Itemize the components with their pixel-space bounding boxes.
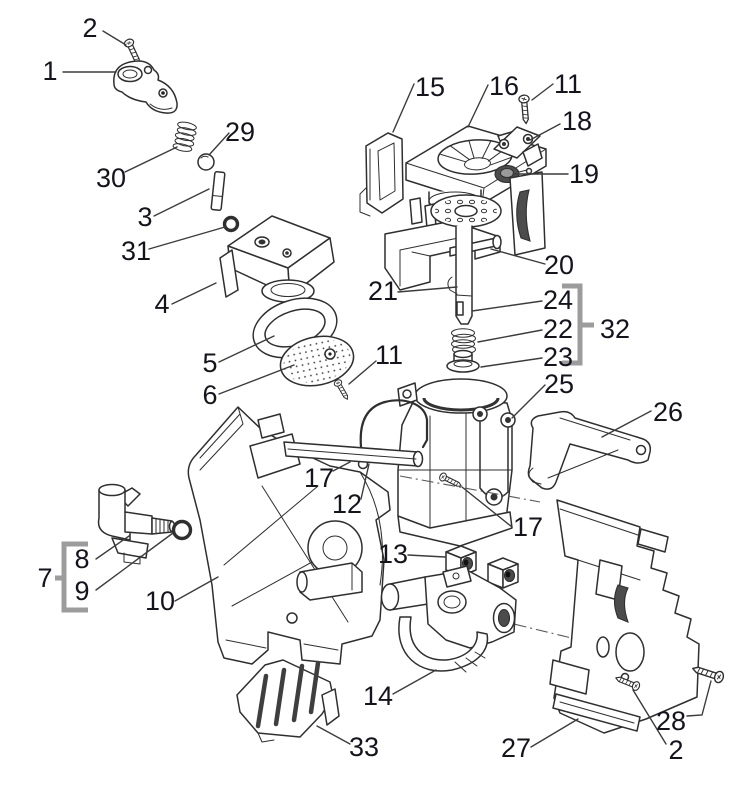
- callout-label-26: 26: [653, 397, 683, 427]
- leader-line: [124, 146, 178, 173]
- callout-label-17-right: 17: [513, 512, 543, 542]
- part-26-release-lever: [527, 410, 652, 490]
- leader-line: [477, 329, 543, 343]
- callout-label-28: 28: [656, 706, 686, 736]
- callout-label-22: 22: [543, 314, 573, 344]
- part-31-oring: [222, 215, 240, 233]
- leader-line: [148, 226, 226, 250]
- part-1-valve-cam: [113, 60, 178, 114]
- leader-line: [531, 83, 554, 101]
- leader-line: [348, 360, 377, 385]
- leader-line: [95, 535, 130, 560]
- part-4-valve-housing: [219, 215, 335, 303]
- part-15-retainer-plate: [359, 132, 404, 217]
- leader-line: [218, 364, 295, 395]
- leader-line: [316, 725, 351, 745]
- leader-line: [461, 486, 513, 528]
- callout-label-3: 3: [137, 202, 152, 232]
- part-11-screw-mid: [332, 378, 352, 402]
- callout-label-32: 32: [600, 314, 630, 344]
- callout-label-9: 9: [74, 576, 89, 606]
- leader-line: [360, 463, 370, 500]
- part-23-seal-cup: [446, 349, 480, 373]
- callout-label-25: 25: [544, 369, 574, 399]
- group-bracket-32: [562, 283, 594, 366]
- part-25-brew-cylinder: [397, 378, 516, 547]
- leader-line: [686, 680, 712, 717]
- leader-line: [153, 188, 210, 217]
- part-6-shower-disc: [279, 335, 355, 387]
- leader-line: [218, 335, 275, 363]
- part-30-spring: [172, 121, 197, 152]
- callout-label-11-top: 11: [554, 69, 582, 99]
- callout-label-20: 20: [544, 250, 574, 280]
- part-14-valve-body: [380, 565, 517, 673]
- callout-labels: 2 1 29 30 3 31 4 5 6 11 15 16 11 18 19 2…: [37, 13, 686, 765]
- callout-label-8: 8: [74, 544, 89, 574]
- leader-line: [208, 132, 230, 156]
- leader-line: [601, 410, 652, 438]
- part-8-elbow-fitting: [97, 483, 176, 565]
- part-21-piston-rod: [430, 194, 502, 325]
- leader-line: [511, 384, 546, 419]
- leader-line: [95, 532, 174, 591]
- leader-line: [471, 300, 543, 312]
- callout-label-10: 10: [145, 586, 175, 616]
- leader-line: [632, 689, 667, 745]
- leader-line: [530, 718, 579, 748]
- part-29-ball: [197, 153, 215, 171]
- leader-line: [480, 357, 543, 368]
- callout-label-6: 6: [202, 380, 217, 410]
- callout-label-15: 15: [415, 72, 445, 102]
- callout-label-12: 12: [332, 489, 362, 519]
- leader-lines: [62, 30, 712, 748]
- leader-line: [392, 669, 437, 695]
- callout-label-29: 29: [225, 117, 255, 147]
- callout-label-7: 7: [37, 563, 52, 593]
- leader-line: [467, 84, 489, 128]
- callout-label-30: 30: [96, 163, 126, 193]
- part-10-front-frame: [187, 406, 424, 665]
- leader-line: [397, 286, 458, 293]
- part-11-screw-top: [517, 94, 532, 125]
- leader-line: [102, 30, 127, 46]
- callout-label-5: 5: [202, 348, 217, 378]
- callout-label-14: 14: [363, 681, 393, 711]
- leader-line: [407, 554, 446, 558]
- callout-label-18: 18: [562, 106, 592, 136]
- callout-label-16: 16: [489, 71, 519, 101]
- part-27-rear-frame: [549, 499, 700, 734]
- leader-line: [332, 461, 351, 472]
- callout-label-2-top: 2: [82, 13, 97, 43]
- callout-label-31: 31: [121, 236, 151, 266]
- part-18-latch-bar: [493, 126, 543, 167]
- part-33-ribbed-block: [236, 659, 340, 743]
- leader-line: [529, 123, 561, 141]
- callout-label-19: 19: [569, 159, 599, 189]
- callout-label-33: 33: [349, 732, 379, 762]
- leader-line: [174, 576, 219, 602]
- callout-label-4: 4: [154, 289, 169, 319]
- callout-label-2-bottom: 2: [668, 735, 683, 765]
- callout-label-27: 27: [501, 733, 531, 763]
- callout-label-17-left: 17: [304, 463, 334, 493]
- callout-label-1: 1: [42, 56, 57, 86]
- part-9-oring: [171, 519, 193, 541]
- group-bracket-7: [55, 541, 88, 613]
- callout-label-21: 21: [368, 276, 398, 306]
- callout-label-13: 13: [378, 539, 408, 569]
- leader-line: [490, 248, 546, 265]
- callout-label-24: 24: [543, 285, 573, 315]
- callout-label-23: 23: [543, 342, 573, 372]
- callout-label-11-mid: 11: [375, 340, 403, 370]
- screw-centerline: [399, 475, 541, 503]
- part-3-pin: [210, 171, 226, 211]
- leader-line: [392, 83, 415, 133]
- leader-line: [171, 282, 217, 305]
